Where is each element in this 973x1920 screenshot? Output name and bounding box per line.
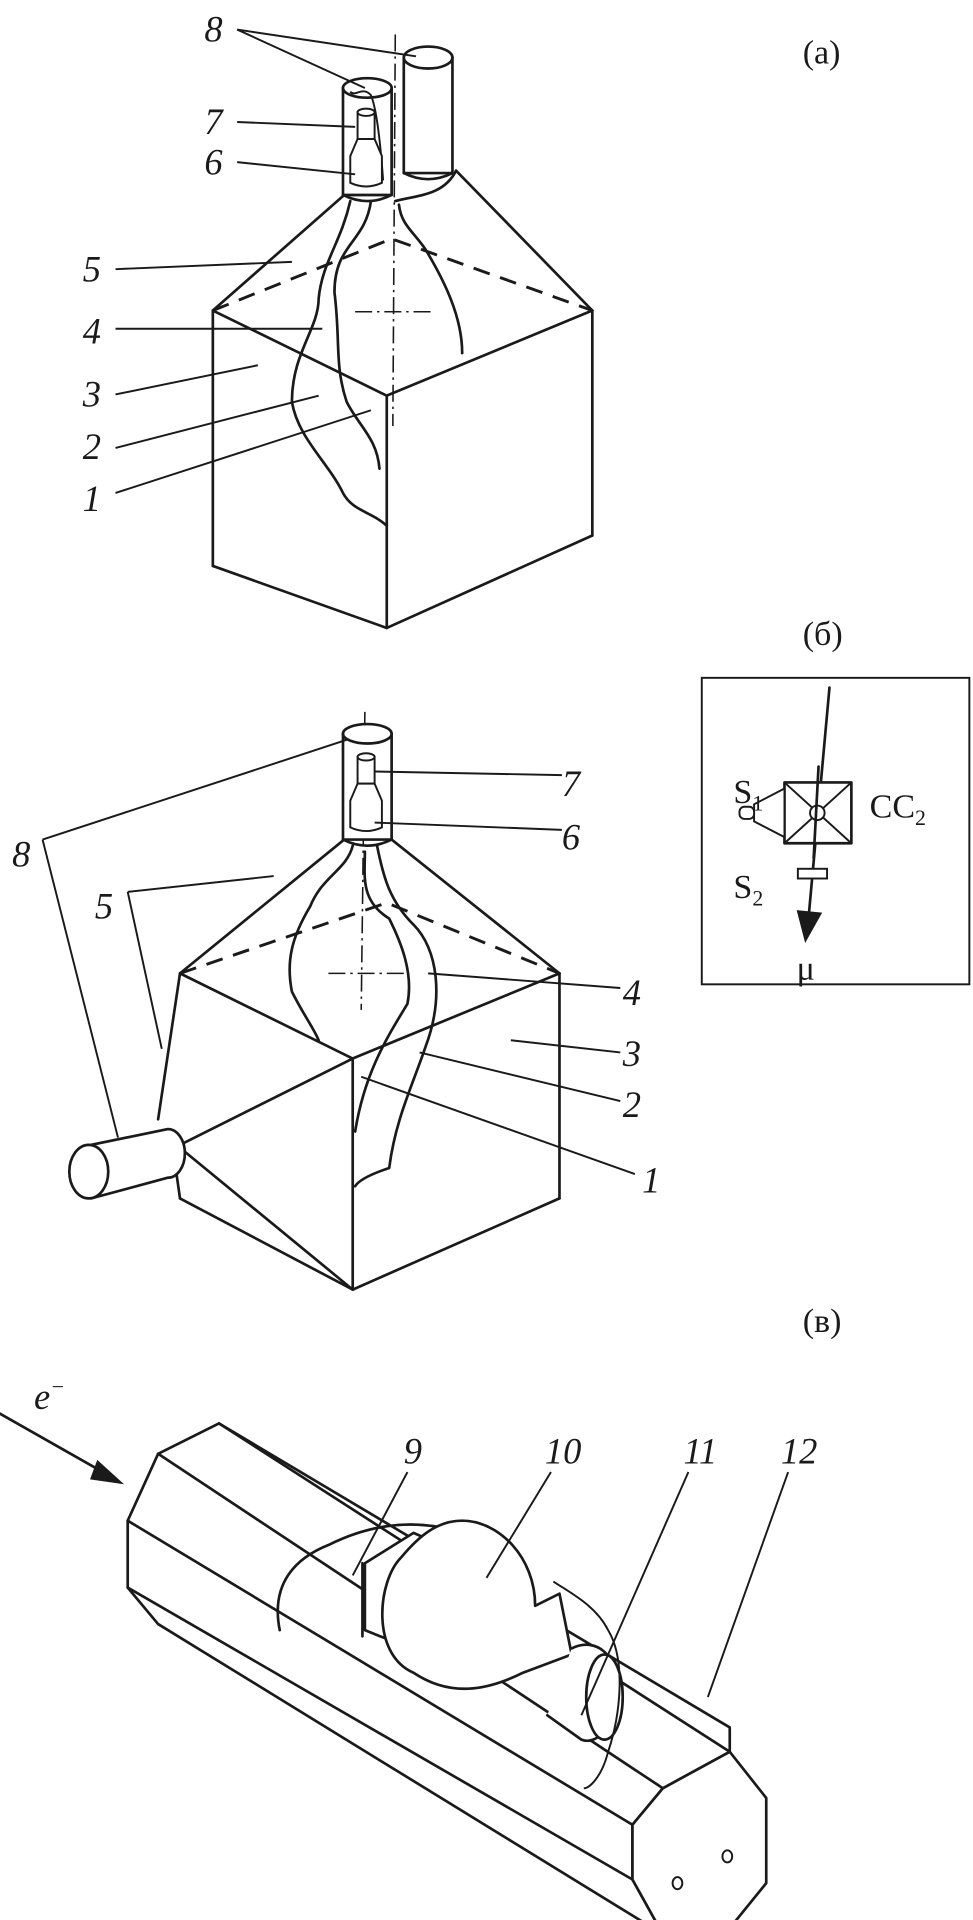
cutaway-edge — [552, 1580, 621, 1790]
side-cylinder — [67, 1127, 187, 1200]
label-5: 5 — [95, 886, 113, 927]
label-7: 7 — [562, 763, 582, 804]
label-1: 1 — [83, 478, 101, 519]
label-1: 1 — [642, 1159, 660, 1200]
counter-cc2 — [738, 765, 853, 860]
shower-boundary-left — [290, 199, 389, 528]
panel-b: (б) S1 S2 CC2 μ — [700, 616, 971, 987]
label-3: 3 — [622, 1033, 641, 1074]
label-8: 8 — [204, 9, 222, 50]
label-4: 4 — [623, 972, 641, 1013]
cube-middle — [156, 838, 561, 1291]
electron-label: e− — [34, 1374, 65, 1417]
vertical-axis — [360, 711, 366, 1010]
leader-lines-c — [351, 1471, 790, 1716]
label-8: 8 — [12, 833, 30, 874]
scintillator-s2 — [796, 867, 829, 880]
pmt-6 — [349, 138, 383, 188]
label-2: 2 — [623, 1084, 641, 1125]
panel-middle: 8 5 7 6 4 3 2 1 — [12, 711, 660, 1291]
s2-label: S2 — [733, 869, 763, 910]
panel-a-caption: (a) — [803, 35, 841, 72]
label-2: 2 — [83, 426, 101, 467]
label-10: 10 — [545, 1431, 581, 1472]
label-4: 4 — [83, 310, 101, 351]
label-7: 7 — [204, 101, 224, 142]
s1-label: S1 — [733, 774, 763, 815]
panel-b-caption: (б) — [803, 616, 843, 653]
arrow-head-icon — [90, 1459, 125, 1485]
second-cylinder — [393, 45, 458, 203]
label-11: 11 — [684, 1431, 718, 1472]
light-guide-cylinder — [341, 76, 393, 203]
label-12: 12 — [781, 1431, 817, 1472]
shower-boundary-right — [397, 203, 464, 355]
label-6: 6 — [562, 816, 581, 857]
panel-c-caption: (в) — [803, 1303, 842, 1340]
cc2-label: CC2 — [870, 789, 926, 830]
shower-boundary-inner — [333, 199, 381, 470]
panel-b-frame — [700, 676, 971, 986]
pmt-6 — [349, 782, 383, 833]
label-6: 6 — [204, 141, 223, 182]
pmt-bulb-10 — [380, 1519, 573, 1691]
shower-boundary-left — [288, 844, 355, 1042]
leader-lines-a — [115, 28, 417, 494]
panel-a: (a) — [82, 9, 841, 630]
label-3: 3 — [82, 374, 101, 415]
shower-boundary-right — [353, 844, 438, 1188]
octagonal-prism — [126, 1422, 768, 1920]
shower-boundary-inner — [353, 850, 411, 1133]
electron-beam — [0, 1412, 109, 1476]
vertical-axis — [392, 34, 397, 427]
panel-c: (в) e− 9 10 11 12 — [0, 1303, 841, 1920]
label-5: 5 — [83, 248, 101, 289]
label-9: 9 — [404, 1431, 422, 1472]
light-guide-cylinder — [341, 722, 393, 848]
leader-lines-middle — [41, 738, 636, 1175]
mu-label: μ — [797, 950, 815, 987]
arrow-head-icon — [796, 910, 823, 943]
cube-a — [211, 169, 594, 630]
